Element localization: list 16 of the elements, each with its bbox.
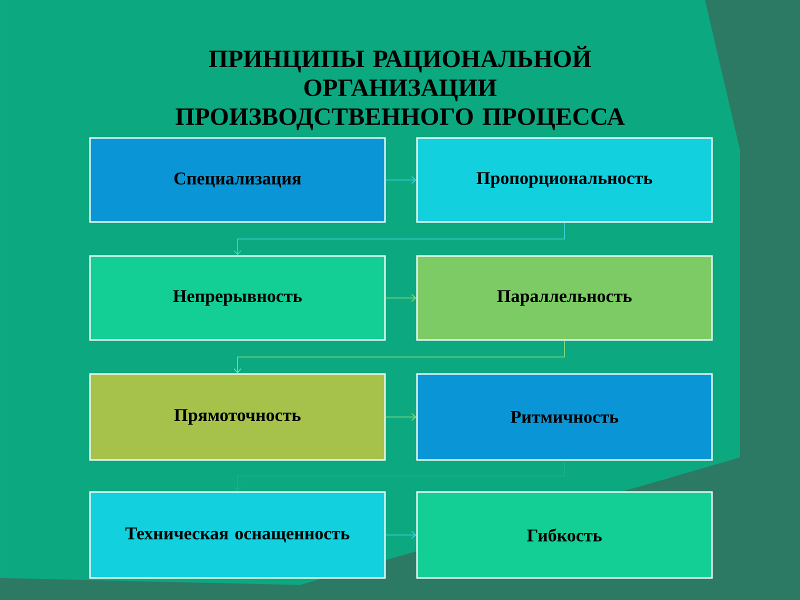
arrow: [385, 413, 416, 421]
principle-box: Техническая оснащенность: [89, 491, 386, 579]
principle-box: Пропорциональность: [416, 137, 713, 223]
arrow: [234, 222, 565, 256]
principle-box: Непрерывность: [89, 255, 386, 341]
arrow: [234, 460, 565, 492]
principle-box: Прямоточность: [89, 373, 386, 461]
arrow: [234, 340, 565, 374]
principle-box: Ритмичность: [416, 373, 713, 461]
principle-box: Гибкость: [416, 491, 713, 579]
arrow: [385, 294, 416, 302]
title: ПРИНЦИПЫ РАЦИОНАЛЬНОЙ ОРГАНИЗАЦИИ ПРОИЗВОДСТВЕННОГО ПРОЦЕССА: [176, 46, 625, 130]
arrow: [385, 176, 416, 184]
principle-box: Специализация: [89, 137, 386, 223]
principle-box: Параллельность: [416, 255, 713, 341]
arrow: [385, 531, 416, 539]
